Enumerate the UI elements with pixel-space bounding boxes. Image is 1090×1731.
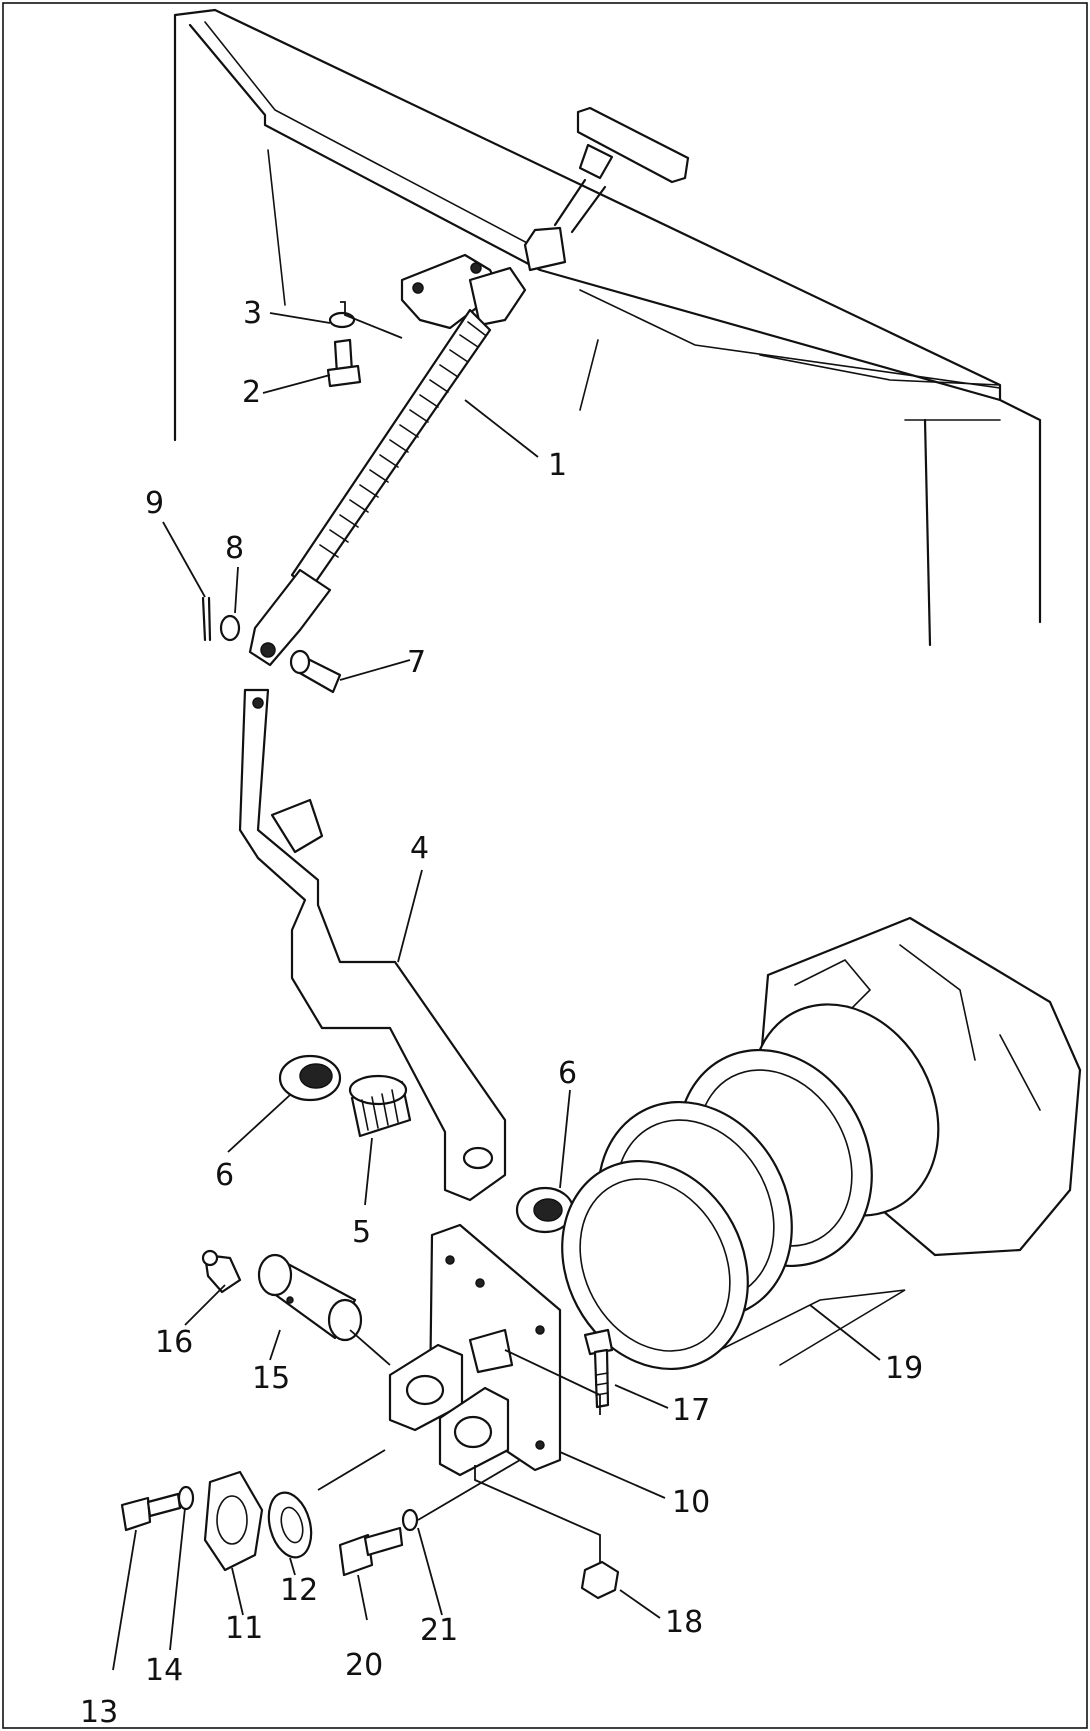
bolt-13: [120, 1492, 182, 1532]
washer-8: [219, 614, 241, 642]
lever-handle: [523, 106, 690, 272]
callout-4: 4: [410, 831, 429, 866]
callout-3: 3: [243, 296, 262, 331]
nut-18: [580, 1560, 620, 1600]
callout-15: 15: [252, 1361, 290, 1396]
cab-panel: [173, 8, 1042, 647]
needle-bearing: [348, 1074, 412, 1138]
callout-5: 5: [352, 1215, 371, 1250]
callout-1: 1: [548, 448, 567, 483]
shaft: [257, 1253, 363, 1342]
bushing-left: [278, 1054, 342, 1102]
callout-17: 17: [672, 1393, 710, 1428]
callout-19: 19: [885, 1351, 923, 1386]
washer-3: [328, 311, 356, 329]
callout-14: 14: [145, 1653, 183, 1688]
washer-21: [401, 1508, 419, 1532]
bolt-20: [338, 1526, 404, 1577]
callout-16: 16: [155, 1325, 193, 1360]
cotter-pin-9: [201, 596, 212, 642]
callout-12: 12: [280, 1573, 318, 1608]
pin-7: [289, 649, 342, 694]
boot-bellows: [290, 308, 492, 592]
mounting-bracket: [400, 253, 527, 330]
bolt-17: [583, 1328, 614, 1409]
washer-14: [177, 1485, 195, 1511]
bolt-2: [326, 338, 362, 388]
callout-13: 13: [80, 1695, 118, 1730]
callout-6-left: 6: [215, 1158, 234, 1193]
support-blocks: [388, 1328, 514, 1477]
gasket-and-housing: [561, 916, 1082, 1371]
clevis-yoke: [248, 568, 332, 667]
leader-lines: [112, 301, 881, 1671]
lock-nut: [267, 1491, 313, 1559]
callout-18: 18: [665, 1605, 703, 1640]
callout-21: 21: [420, 1613, 458, 1648]
callout-11: 11: [225, 1611, 263, 1646]
grease-fitting: [201, 1249, 242, 1294]
callout-10: 10: [672, 1485, 710, 1520]
callout-20: 20: [345, 1648, 383, 1683]
callout-6-right: 6: [558, 1056, 577, 1091]
lever-arm: [238, 688, 507, 1202]
callout-8: 8: [225, 531, 244, 566]
callout-2: 2: [242, 375, 261, 410]
callout-9: 9: [145, 486, 164, 521]
callout-7: 7: [407, 645, 426, 680]
flange-cover: [203, 1470, 264, 1572]
